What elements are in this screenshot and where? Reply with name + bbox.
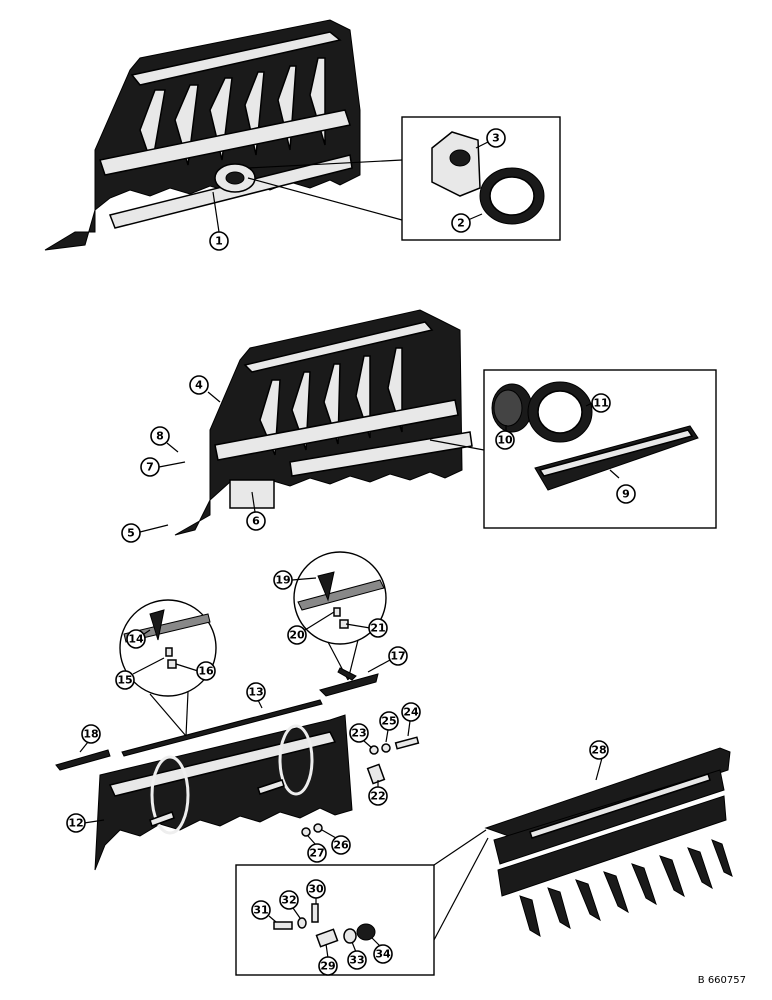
callout-5[interactable]: 5	[121, 523, 169, 543]
rake-assembly	[484, 747, 733, 938]
callout-16[interactable]: 16	[175, 661, 216, 681]
callout-22-label: 22	[370, 790, 385, 803]
callout-20-label: 20	[289, 629, 305, 642]
rake-hardware	[273, 903, 376, 948]
callout-32-label: 32	[281, 894, 296, 907]
callout-10[interactable]: 10	[495, 425, 515, 450]
guard-assembly	[174, 309, 473, 536]
callout-20[interactable]: 20	[287, 611, 335, 645]
callout-27-label: 27	[309, 847, 324, 860]
callout-10-label: 10	[497, 434, 513, 447]
callout-1[interactable]: 1	[209, 191, 229, 251]
callout-24[interactable]: 24	[401, 702, 421, 737]
end-bit-right	[319, 673, 379, 697]
callout-9-label: 9	[622, 488, 630, 501]
callout-12-label: 12	[68, 817, 83, 830]
callout-24-label: 24	[403, 706, 419, 719]
callout-18-label: 18	[83, 728, 98, 741]
callout-6[interactable]: 6	[246, 491, 266, 531]
callout-14-label: 14	[128, 633, 144, 646]
drawing-number: B 660757	[697, 975, 746, 986]
callout-17[interactable]: 17	[367, 646, 408, 673]
callout-4-label: 4	[195, 379, 203, 392]
callout-25[interactable]: 25	[379, 711, 399, 743]
callout-14[interactable]: 14	[126, 629, 151, 649]
callout-32[interactable]: 32	[279, 890, 301, 919]
callout-7[interactable]: 7	[140, 457, 186, 477]
callout-26-label: 26	[333, 839, 349, 852]
brush-guard-assembly	[44, 19, 361, 251]
callout-19[interactable]: 19	[273, 570, 317, 590]
callout-11[interactable]: 11	[585, 393, 611, 413]
callout-33[interactable]: 33	[347, 941, 367, 970]
callout-15-label: 15	[117, 674, 132, 687]
detail-box-bottom	[235, 864, 435, 976]
callout-7-label: 7	[146, 461, 154, 474]
callout-8[interactable]: 8	[150, 426, 179, 453]
cap-part	[491, 383, 533, 433]
callout-34-label: 34	[375, 948, 391, 961]
callout-30-label: 30	[308, 883, 324, 896]
callout-16-label: 16	[198, 665, 214, 678]
callout-8-label: 8	[156, 430, 164, 443]
blade-assembly	[94, 714, 353, 871]
mount-bracket	[431, 131, 481, 197]
detail-box-middle	[483, 369, 717, 529]
cutting-edge-strip	[121, 699, 323, 757]
callout-13-label: 13	[248, 686, 263, 699]
callout-2-label: 2	[457, 217, 465, 230]
callout-12[interactable]: 12	[66, 813, 105, 833]
callout-5-label: 5	[127, 527, 135, 540]
callout-11-label: 11	[593, 397, 608, 410]
callout-30[interactable]: 30	[306, 879, 326, 904]
callout-27[interactable]: 27	[307, 835, 327, 863]
callout-6-label: 6	[252, 515, 260, 528]
end-bit-left	[55, 749, 111, 771]
callout-22[interactable]: 22	[368, 780, 388, 806]
callout-28-label: 28	[591, 744, 606, 757]
callout-23[interactable]: 23	[349, 723, 373, 749]
seal-ring	[479, 167, 545, 225]
callout-15[interactable]: 15	[115, 657, 165, 690]
callout-18[interactable]: 18	[79, 724, 101, 753]
callout-23-label: 23	[351, 727, 366, 740]
callout-21-label: 21	[370, 622, 385, 635]
callout-2[interactable]: 2	[451, 213, 483, 233]
callout-9[interactable]: 9	[609, 469, 636, 504]
callout-21[interactable]: 21	[345, 618, 388, 638]
callout-33-label: 33	[349, 954, 364, 967]
callout-19-label: 19	[275, 574, 290, 587]
callout-3-label: 3	[492, 132, 500, 145]
callout-34[interactable]: 34	[371, 937, 393, 964]
bar-part	[534, 425, 699, 491]
callout-28[interactable]: 28	[589, 740, 609, 781]
callout-13[interactable]: 13	[246, 682, 266, 709]
detail-box-top	[401, 116, 561, 241]
callout-29[interactable]: 29	[318, 943, 338, 976]
callout-17-label: 17	[390, 650, 405, 663]
callout-31[interactable]: 31	[251, 900, 277, 923]
callout-1-label: 1	[215, 235, 223, 248]
ring-part	[527, 381, 593, 443]
callout-26[interactable]: 26	[321, 829, 351, 855]
callout-4[interactable]: 4	[189, 375, 221, 403]
callout-25-label: 25	[381, 715, 396, 728]
callout-3[interactable]: 3	[475, 128, 506, 149]
callout-31-label: 31	[253, 904, 268, 917]
callout-29-label: 29	[320, 960, 335, 973]
